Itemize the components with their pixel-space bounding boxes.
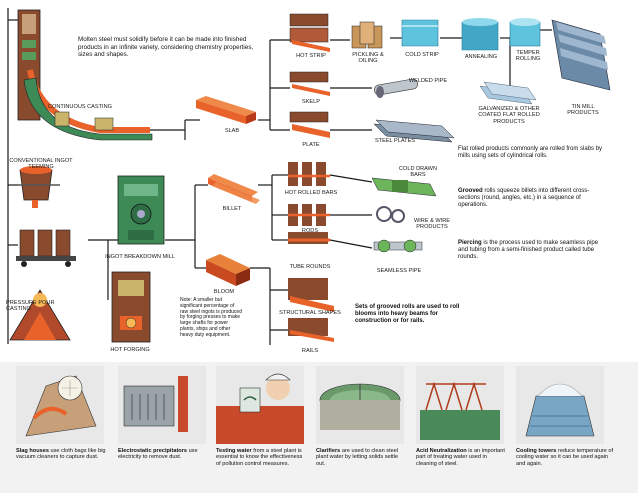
intro-text: Molten steel must solidify before it can… [78,36,254,59]
caption-text: from a steel plant is essential to know … [216,448,303,467]
annealing-unit [461,18,499,51]
cold-strip [401,19,439,47]
caption-text: is an important part of treating water u… [416,448,505,467]
label-pressure-pour: Pressure Pour Casting [6,300,55,313]
label-galvanized: Galvanized & Other Coated Flat Rolled Pr… [478,106,540,125]
caption-bold: Slag houses [16,448,49,454]
note-forging: Note: A smaller but significant percenta… [180,297,242,338]
temper-rolling-coil [509,18,541,47]
caption-bold: Cooling towers [516,448,557,454]
caption-precipitators: Electrostatic precipitators use electric… [118,448,210,461]
label-pickling: Pickling & Oiling [352,52,384,65]
breakdown-mill [117,175,165,245]
label-skelp: Skelp [301,99,321,105]
label-slab: Slab [224,128,240,134]
cold-drawn-machine [371,177,437,197]
panel-cooling-towers [516,366,604,444]
plate-mill [289,111,330,138]
label-rails: Rails [301,348,319,354]
label-cold-strip: Cold Strip [405,52,439,58]
label-continuous-casting: Continuous Casting [47,104,113,110]
caption-text: reduce temperature of cooling water so i… [516,448,613,467]
label-seamless-pipe: Seamless Pipe [376,268,422,274]
bloom-shape [206,254,250,286]
label-tin-mill: Tin Mill Products [567,104,599,117]
label-hot-rolled-bars: Hot Rolled Bars [284,190,338,196]
note-flat-rolled: Flat rolled products commonly are rolled… [458,146,603,159]
billet-shapes [208,174,260,204]
panel-precipitators [118,366,206,444]
panel-clarifiers [316,366,404,444]
wire-coils [376,206,405,223]
note-grooved-rolls: Grooved rolls squeeze billets into diffe… [458,188,608,209]
caption-bold: Electrostatic precipitators [118,448,188,454]
caption-bold: Testing water [216,448,252,454]
caption-slag-houses: Slag houses use cloth bags like big vacu… [16,448,108,461]
caption-cooling-towers: Cooling towers reduce temperature of coo… [516,448,616,467]
tin-mill-stack [551,19,611,91]
bar-mill-stands [288,162,330,244]
welded-pipe [373,78,419,98]
label-tube-rounds: Tube Rounds [289,264,331,270]
panel-acid-neutralization [416,366,504,444]
caption-bold: Clarifiers [316,448,341,454]
note-piercing-text: is the process used to make seamless pip… [458,240,599,260]
hot-strip-mill [289,13,330,52]
pressure-pour-casting [9,289,71,341]
flow-lines [7,8,552,345]
caption-testing-water: Testing water from a steel plant is esse… [216,448,308,467]
caption-acid-neutralization: Acid Neutralization is an important part… [416,448,508,467]
note-grooved-text: rolls squeeze billets into different cro… [458,188,590,208]
label-steel-plates: Steel Plates [374,138,416,144]
caption-text: use electricity to remove dust. [118,448,198,461]
label-welded-pipe: Welded Pipe [408,78,448,84]
skelp-mill [289,71,330,96]
caption-text: are used to clean steel plant water by l… [316,448,399,467]
slab-shape [196,96,256,124]
steel-plates [373,119,455,143]
label-temper-rolling: Temper Rolling [515,50,541,63]
galvanized-sheets [479,81,537,105]
label-hot-forging: Hot Forging [110,347,150,353]
label-hot-strip: Hot Strip [296,53,326,59]
label-plate: Plate [302,142,320,148]
continuous-caster [17,9,153,141]
caption-clarifiers: Clarifiers are used to clean steel plant… [316,448,408,467]
steelmaking-flow-diagram [7,8,611,345]
label-billet: Billet [222,206,242,212]
label-ingot-teeming: Conventional Ingot Teeming [9,158,73,171]
pickling-coils [351,21,383,49]
seamless-pipe-mill [373,239,423,253]
structural-rail-stands [288,278,334,342]
caption-bold: Acid Neutralization [416,448,467,454]
ingot-molds [16,229,76,267]
caption-text: use cloth bags like big vacuum cleaners … [16,448,106,461]
note-piercing: Piercing is the process used to make sea… [458,240,608,261]
panel-slag-houses [16,366,104,444]
forging-press [111,271,151,343]
note-grooved-bold: Grooved [458,188,483,194]
label-rods: Rods [301,228,319,234]
label-structural-shapes: Structural Shapes [279,310,341,316]
note-sets-of-rolls: Sets of grooved rolls are used to roll b… [355,304,460,324]
note-piercing-bold: Piercing [458,240,482,246]
label-cold-drawn-bars: Cold Drawn Bars [398,166,438,179]
panel-testing-water [216,366,304,444]
label-breakdown-mill: Ingot Breakdown Mill [105,254,175,260]
label-annealing: Annealing [464,54,498,60]
label-wire-products: Wire & Wire Products [413,218,451,231]
label-bloom: Bloom [213,289,235,295]
ingot-teeming [14,166,60,208]
